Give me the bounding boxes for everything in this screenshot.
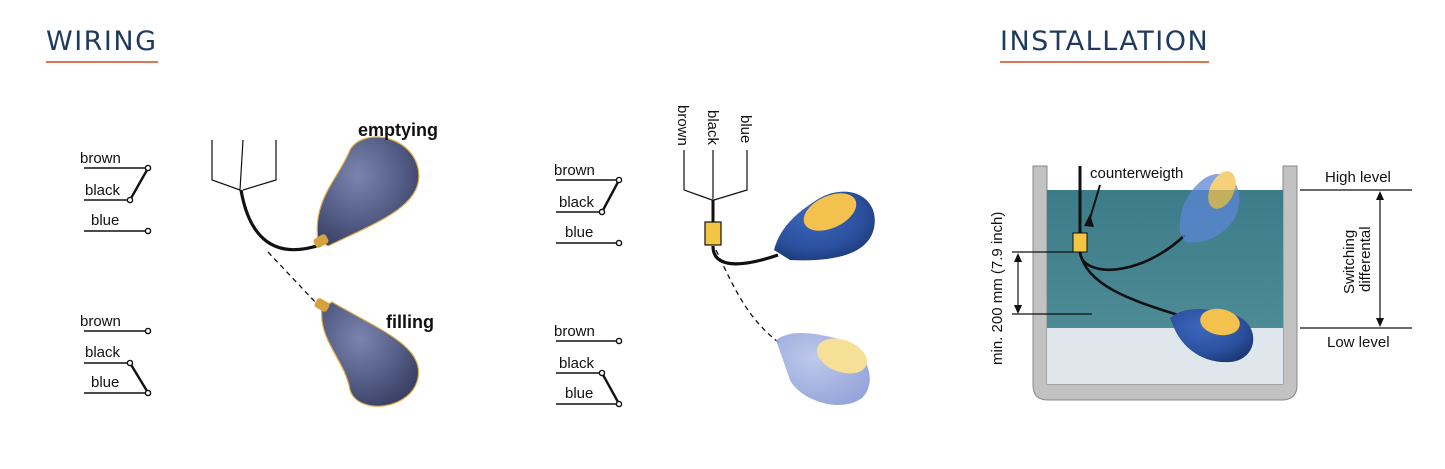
cable-label-black: black xyxy=(704,110,721,146)
label-blue: blue xyxy=(565,224,593,241)
label-high-level: High level xyxy=(1325,169,1391,186)
water-high xyxy=(1047,190,1283,328)
float-emptying xyxy=(313,136,420,248)
counterweight-install xyxy=(1072,232,1088,253)
wiring-diagram-2: brown black blue brown black blue brown … xyxy=(554,105,875,408)
label-counterweigth: counterweigth xyxy=(1090,165,1183,182)
label-filling: filling xyxy=(386,312,434,332)
cable-fork-2 xyxy=(683,150,783,346)
label-black: black xyxy=(559,194,595,211)
label-blue: blue xyxy=(565,385,593,402)
label-black: black xyxy=(85,344,121,361)
label-low-level: Low level xyxy=(1327,334,1390,351)
float-lower xyxy=(1170,308,1254,363)
switch-bottom-1: brown black blue xyxy=(80,313,152,397)
cable-to-lower-float xyxy=(1078,251,1179,317)
label-differental: differental xyxy=(1357,226,1374,292)
label-emptying: emptying xyxy=(358,120,438,140)
switch-top-1: brown black blue xyxy=(80,150,152,235)
label-switching: Switching xyxy=(1341,230,1358,294)
label-brown: brown xyxy=(80,150,121,167)
label-blue: blue xyxy=(91,212,119,229)
installation-diagram: counterweigth High level Low level Switc… xyxy=(989,165,1412,401)
label-black: black xyxy=(559,355,595,372)
cable-fork-1 xyxy=(211,139,321,306)
tank-wall xyxy=(1032,165,1298,401)
installation-title: INSTALLATION xyxy=(1000,26,1210,63)
label-brown: brown xyxy=(554,323,595,340)
cable-label-brown: brown xyxy=(674,105,691,146)
counterweight-2 xyxy=(704,221,722,246)
float-blue-ghost xyxy=(776,333,870,405)
label-black: black xyxy=(85,182,121,199)
wiring-title-underline xyxy=(46,61,158,63)
float-blue-up xyxy=(774,191,875,261)
float-filling xyxy=(314,298,420,407)
installation-title-underline xyxy=(1000,61,1210,63)
switch-bottom-2: brown black blue xyxy=(554,323,623,408)
switch-top-2: brown black blue xyxy=(554,162,623,247)
wiring-diagram-1: brown black blue brown black blue xyxy=(80,120,438,407)
cable-label-blue: blue xyxy=(737,115,754,143)
label-brown: brown xyxy=(554,162,595,179)
label-brown: brown xyxy=(80,313,121,330)
installation-title-text: INSTALLATION xyxy=(1000,26,1210,57)
label-blue: blue xyxy=(91,374,119,391)
label-min-distance: min. 200 mm (7.9 inch) xyxy=(989,212,1006,365)
wiring-title: WIRING xyxy=(46,26,158,63)
wiring-title-text: WIRING xyxy=(46,26,158,57)
float-upper xyxy=(1179,171,1240,243)
